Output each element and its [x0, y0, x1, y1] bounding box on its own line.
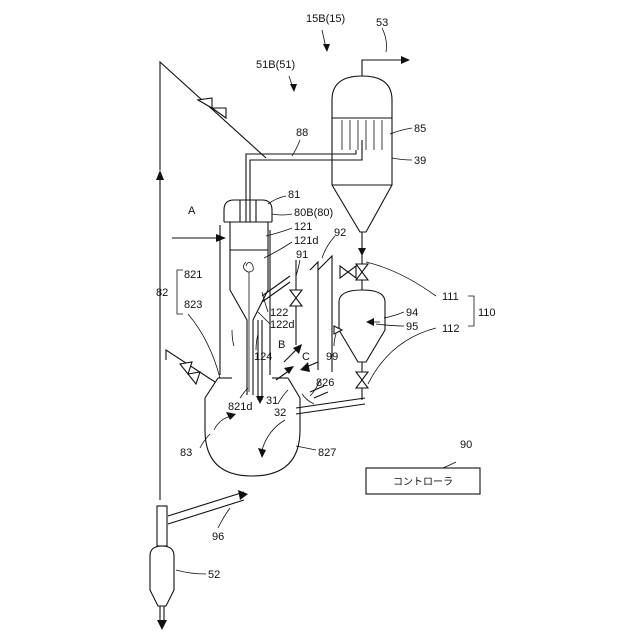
label-122d: 122d [270, 319, 294, 331]
label-32: 32 [274, 407, 286, 419]
label-c: C [302, 351, 310, 363]
receiver-52 [150, 546, 174, 630]
valve-91 [290, 260, 302, 345]
label-90: 90 [460, 439, 472, 451]
label-85: 85 [414, 123, 426, 135]
flow-c [300, 362, 318, 372]
valve-top [198, 98, 226, 118]
label-124: 124 [254, 351, 272, 363]
label-80b: 80B(80) [294, 207, 333, 219]
flow-b [284, 344, 302, 362]
label-99: 99 [326, 351, 338, 363]
label-823: 823 [184, 299, 202, 311]
controller-label: コントローラ [393, 476, 453, 488]
label-111: 111 [442, 291, 459, 303]
recycle-line [156, 62, 266, 500]
label-a: A [188, 205, 196, 217]
label-96: 96 [212, 531, 224, 543]
label-52: 52 [208, 569, 220, 581]
feed-a [172, 234, 226, 242]
label-95: 95 [406, 321, 418, 333]
label-53: 53 [376, 17, 388, 29]
label-81: 81 [288, 189, 300, 201]
label-827: 827 [318, 447, 336, 459]
valve-112 [356, 362, 368, 400]
label-821: 821 [184, 269, 202, 281]
separator-80b [224, 200, 272, 222]
bracket-82 [177, 270, 183, 314]
outlet-122 [262, 276, 290, 302]
label-110: 110 [478, 307, 496, 319]
label-826: 826 [316, 377, 334, 389]
pipe-88 [246, 140, 362, 200]
label-88: 88 [296, 127, 308, 139]
label-15b: 15B(15) [306, 13, 345, 25]
label-821d: 821d [228, 401, 252, 413]
valve-side-92 [340, 266, 356, 278]
column-pipe [157, 506, 167, 546]
label-112: 112 [442, 323, 460, 335]
label-82: 82 [156, 287, 168, 299]
label-92: 92 [334, 227, 346, 239]
label-121: 121 [294, 221, 312, 233]
bracket-110 [468, 296, 474, 326]
discharge-96 [168, 490, 248, 524]
controller-90: コントローラ [366, 468, 480, 494]
label-31: 31 [266, 395, 278, 407]
label-83: 83 [180, 447, 192, 459]
label-39: 39 [414, 155, 426, 167]
label-51b: 51B(51) [256, 59, 295, 71]
valve-111 [356, 232, 368, 290]
label-b: B [278, 339, 285, 351]
inlet-line-left [166, 350, 215, 384]
hopper-94 [339, 290, 385, 362]
label-91: 91 [296, 249, 308, 261]
line-826 [296, 386, 365, 414]
exhaust-line-53 [362, 56, 410, 76]
label-121d: 121d [294, 235, 318, 247]
label-122: 122 [270, 307, 288, 319]
label-94: 94 [406, 307, 418, 319]
